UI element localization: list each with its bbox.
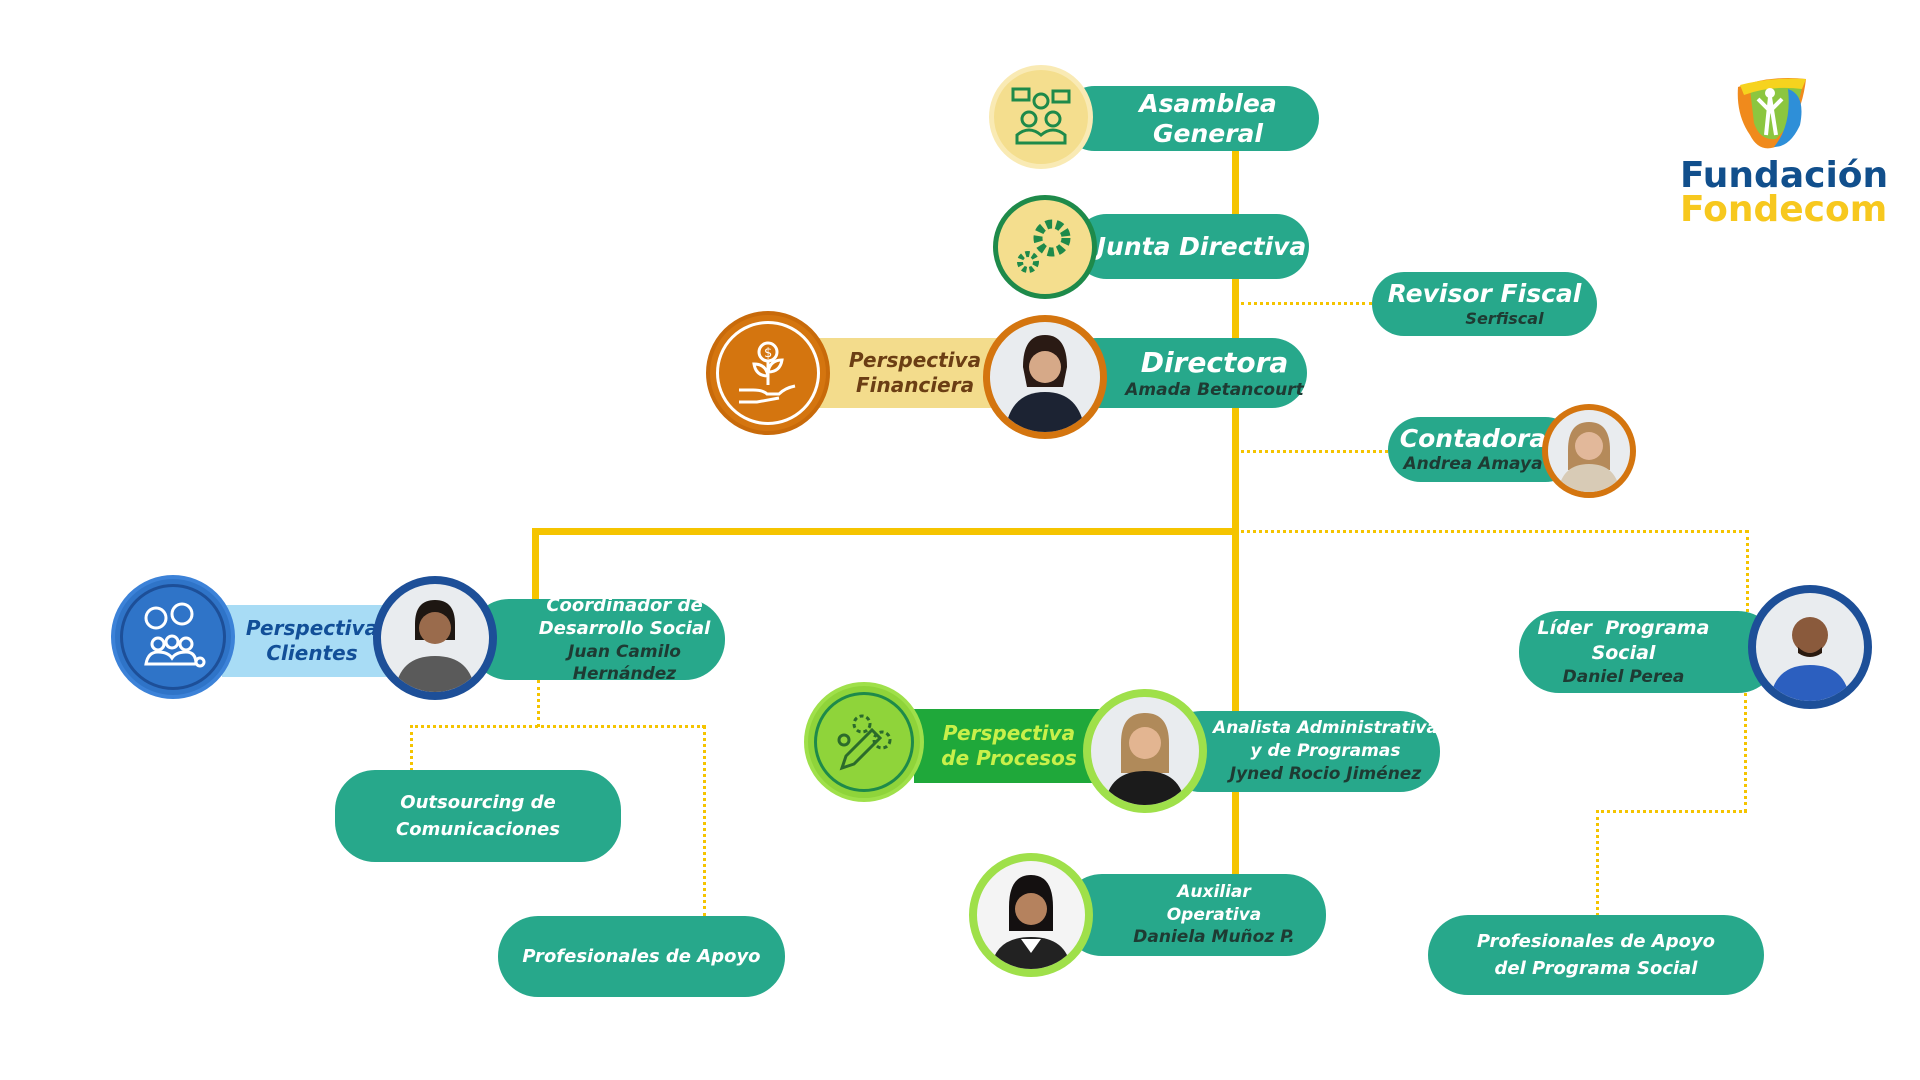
prof-social-connector	[1596, 810, 1599, 916]
meeting-people-icon	[989, 65, 1093, 169]
asamblea-general-node[interactable]: Asamblea General	[1062, 86, 1319, 151]
outsourcing-line1: Outsourcing de	[400, 792, 556, 813]
directora-title: Directora	[1140, 346, 1289, 379]
contadora-title: Contadora	[1399, 424, 1547, 454]
analista-photo	[1083, 689, 1207, 813]
coordinador-title2: Desarrollo Social	[538, 618, 711, 640]
perspectiva-procesos-band: Perspectiva de Procesos	[914, 709, 1104, 783]
lider-name: Daniel Perea	[1562, 666, 1685, 687]
perspectiva-financiera-band: Perspectiva Financiera	[815, 338, 1005, 408]
clientes-line2: Clientes	[266, 641, 358, 665]
coordinador-photo	[373, 576, 497, 700]
profesionales-apoyo-node[interactable]: Profesionales de Apoyo	[498, 916, 785, 997]
coord-connector-h	[410, 725, 705, 728]
revisor-fiscal-node[interactable]: Revisor Fiscal Serfiscal	[1372, 272, 1597, 336]
left-horizontal-line	[532, 528, 1239, 535]
logo: Fundación Fondecom	[1680, 75, 1889, 230]
revisor-name: Serfiscal	[1465, 309, 1544, 329]
lider-title2: Social	[1591, 641, 1656, 664]
procesos-line2: de Procesos	[941, 746, 1077, 770]
directora-photo	[983, 315, 1107, 439]
financiera-line2: Financiera	[855, 373, 975, 397]
revisor-connector	[1241, 302, 1372, 305]
outsourcing-comunicaciones-node[interactable]: Outsourcing de Comunicaciones	[335, 770, 621, 862]
financiera-line1: Perspectiva	[848, 348, 982, 372]
lider-down-connector-h	[1596, 810, 1747, 813]
outsourcing-connector	[410, 725, 413, 771]
left-vertical-line	[532, 528, 539, 600]
logo-emblem-icon	[1737, 78, 1806, 149]
revisor-title: Revisor Fiscal	[1387, 279, 1582, 309]
logo-line2: Fondecom	[1680, 189, 1888, 230]
contadora-name: Andrea Amaya	[1403, 454, 1543, 475]
coordinador-node[interactable]: Coordinador de Desarrollo Social Juan Ca…	[469, 595, 725, 684]
auxiliar-name: Daniela Muñoz P.	[1133, 927, 1295, 948]
customers-feedback-icon	[111, 575, 235, 699]
auxiliar-photo	[969, 853, 1093, 977]
clientes-line1: Perspectiva	[245, 616, 379, 640]
coord-connector-v	[537, 680, 540, 727]
directora-name: Amada Betancourt	[1125, 379, 1304, 400]
profesionales-title: Profesionales de Apoyo	[522, 945, 761, 967]
junta-directiva-node[interactable]: Junta Directiva	[1074, 214, 1309, 279]
main-vertical-line	[1232, 151, 1239, 874]
money-plant-hand-icon: $	[706, 311, 830, 435]
junta-title: Junta Directiva	[1096, 231, 1307, 261]
lider-down-connector	[1744, 693, 1747, 812]
lider-title1: Líder Programa	[1537, 617, 1710, 640]
lider-photo	[1748, 585, 1872, 709]
contadora-connector	[1241, 450, 1388, 453]
prof-social-line2: del Programa Social	[1494, 958, 1698, 979]
svg-text:$: $	[764, 346, 772, 361]
asamblea-title: Asamblea General	[1139, 88, 1277, 148]
logo-line1: Fundación	[1680, 155, 1889, 196]
auxiliar-title1: Auxiliar	[1177, 881, 1251, 902]
lider-connector-v	[1746, 530, 1749, 612]
auxiliar-node[interactable]: Auxiliar Operativa Daniela Muñoz P.	[1062, 874, 1326, 956]
prof-social-line1: Profesionales de Apoyo	[1476, 931, 1716, 952]
gears-icon	[993, 195, 1097, 299]
procesos-line1: Perspectiva	[942, 721, 1076, 745]
coordinador-name: Juan Camilo Hernández	[568, 641, 681, 684]
analista-title1: Analista Administrativa	[1213, 718, 1438, 739]
profesionales-programa-social-node[interactable]: Profesionales de Apoyo del Programa Soci…	[1428, 915, 1764, 995]
outsourcing-line2: Comunicaciones	[396, 819, 560, 840]
auxiliar-title2: Operativa	[1166, 904, 1262, 925]
contadora-photo	[1542, 404, 1636, 498]
profesionales-connector	[703, 725, 706, 917]
analista-name: Jyned Rocio Jiménez	[1229, 763, 1422, 784]
analista-title2: y de Programas	[1250, 741, 1401, 762]
lider-programa-social-node[interactable]: Líder Programa Social Daniel Perea	[1519, 611, 1778, 693]
lider-connector-h	[1241, 530, 1748, 533]
analista-node[interactable]: Analista Administrativa y de Programas J…	[1161, 711, 1440, 792]
process-gears-pencil-icon	[804, 682, 924, 802]
coordinador-title1: Coordinador de	[546, 595, 703, 617]
